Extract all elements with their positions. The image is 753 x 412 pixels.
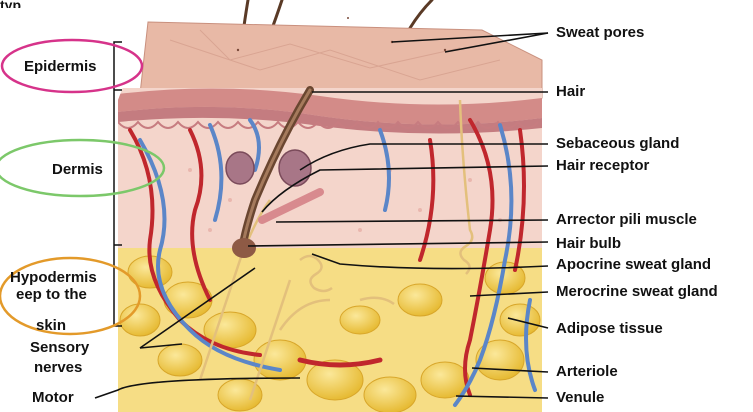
hypodermis-label: Hypodermis [10, 270, 97, 286]
motor-label: Motor [32, 390, 74, 406]
hair-receptor-label: Hair receptor [556, 158, 649, 174]
dermis-label: Dermis [52, 162, 103, 178]
arteriole-label: Arteriole [556, 364, 618, 380]
hypodermis-desc-line: eep to the [16, 287, 87, 303]
apocrine-sweat-gland-label: Apocrine sweat gland [556, 257, 711, 273]
sweat-pores-label: Sweat pores [556, 25, 644, 41]
adipose-tissue-label: Adipose tissue [556, 321, 663, 337]
sensory-nerves-label: Sensory [30, 340, 89, 356]
hypodermis-desc-line: skin [36, 318, 66, 334]
hair-bulb-label: Hair bulb [556, 236, 621, 252]
arrector-pili-muscle-label: Arrector pili muscle [556, 212, 697, 228]
sebaceous-gland-label: Sebaceous gland [556, 136, 679, 152]
epidermis-label: Epidermis [24, 59, 97, 75]
hair-label: Hair [556, 84, 585, 100]
merocrine-sweat-gland-label: Merocrine sweat gland [556, 284, 718, 300]
venule-label: Venule [556, 390, 604, 406]
sensory-nerves-label: nerves [34, 360, 82, 376]
top-clipped-text: typ [0, 0, 21, 8]
